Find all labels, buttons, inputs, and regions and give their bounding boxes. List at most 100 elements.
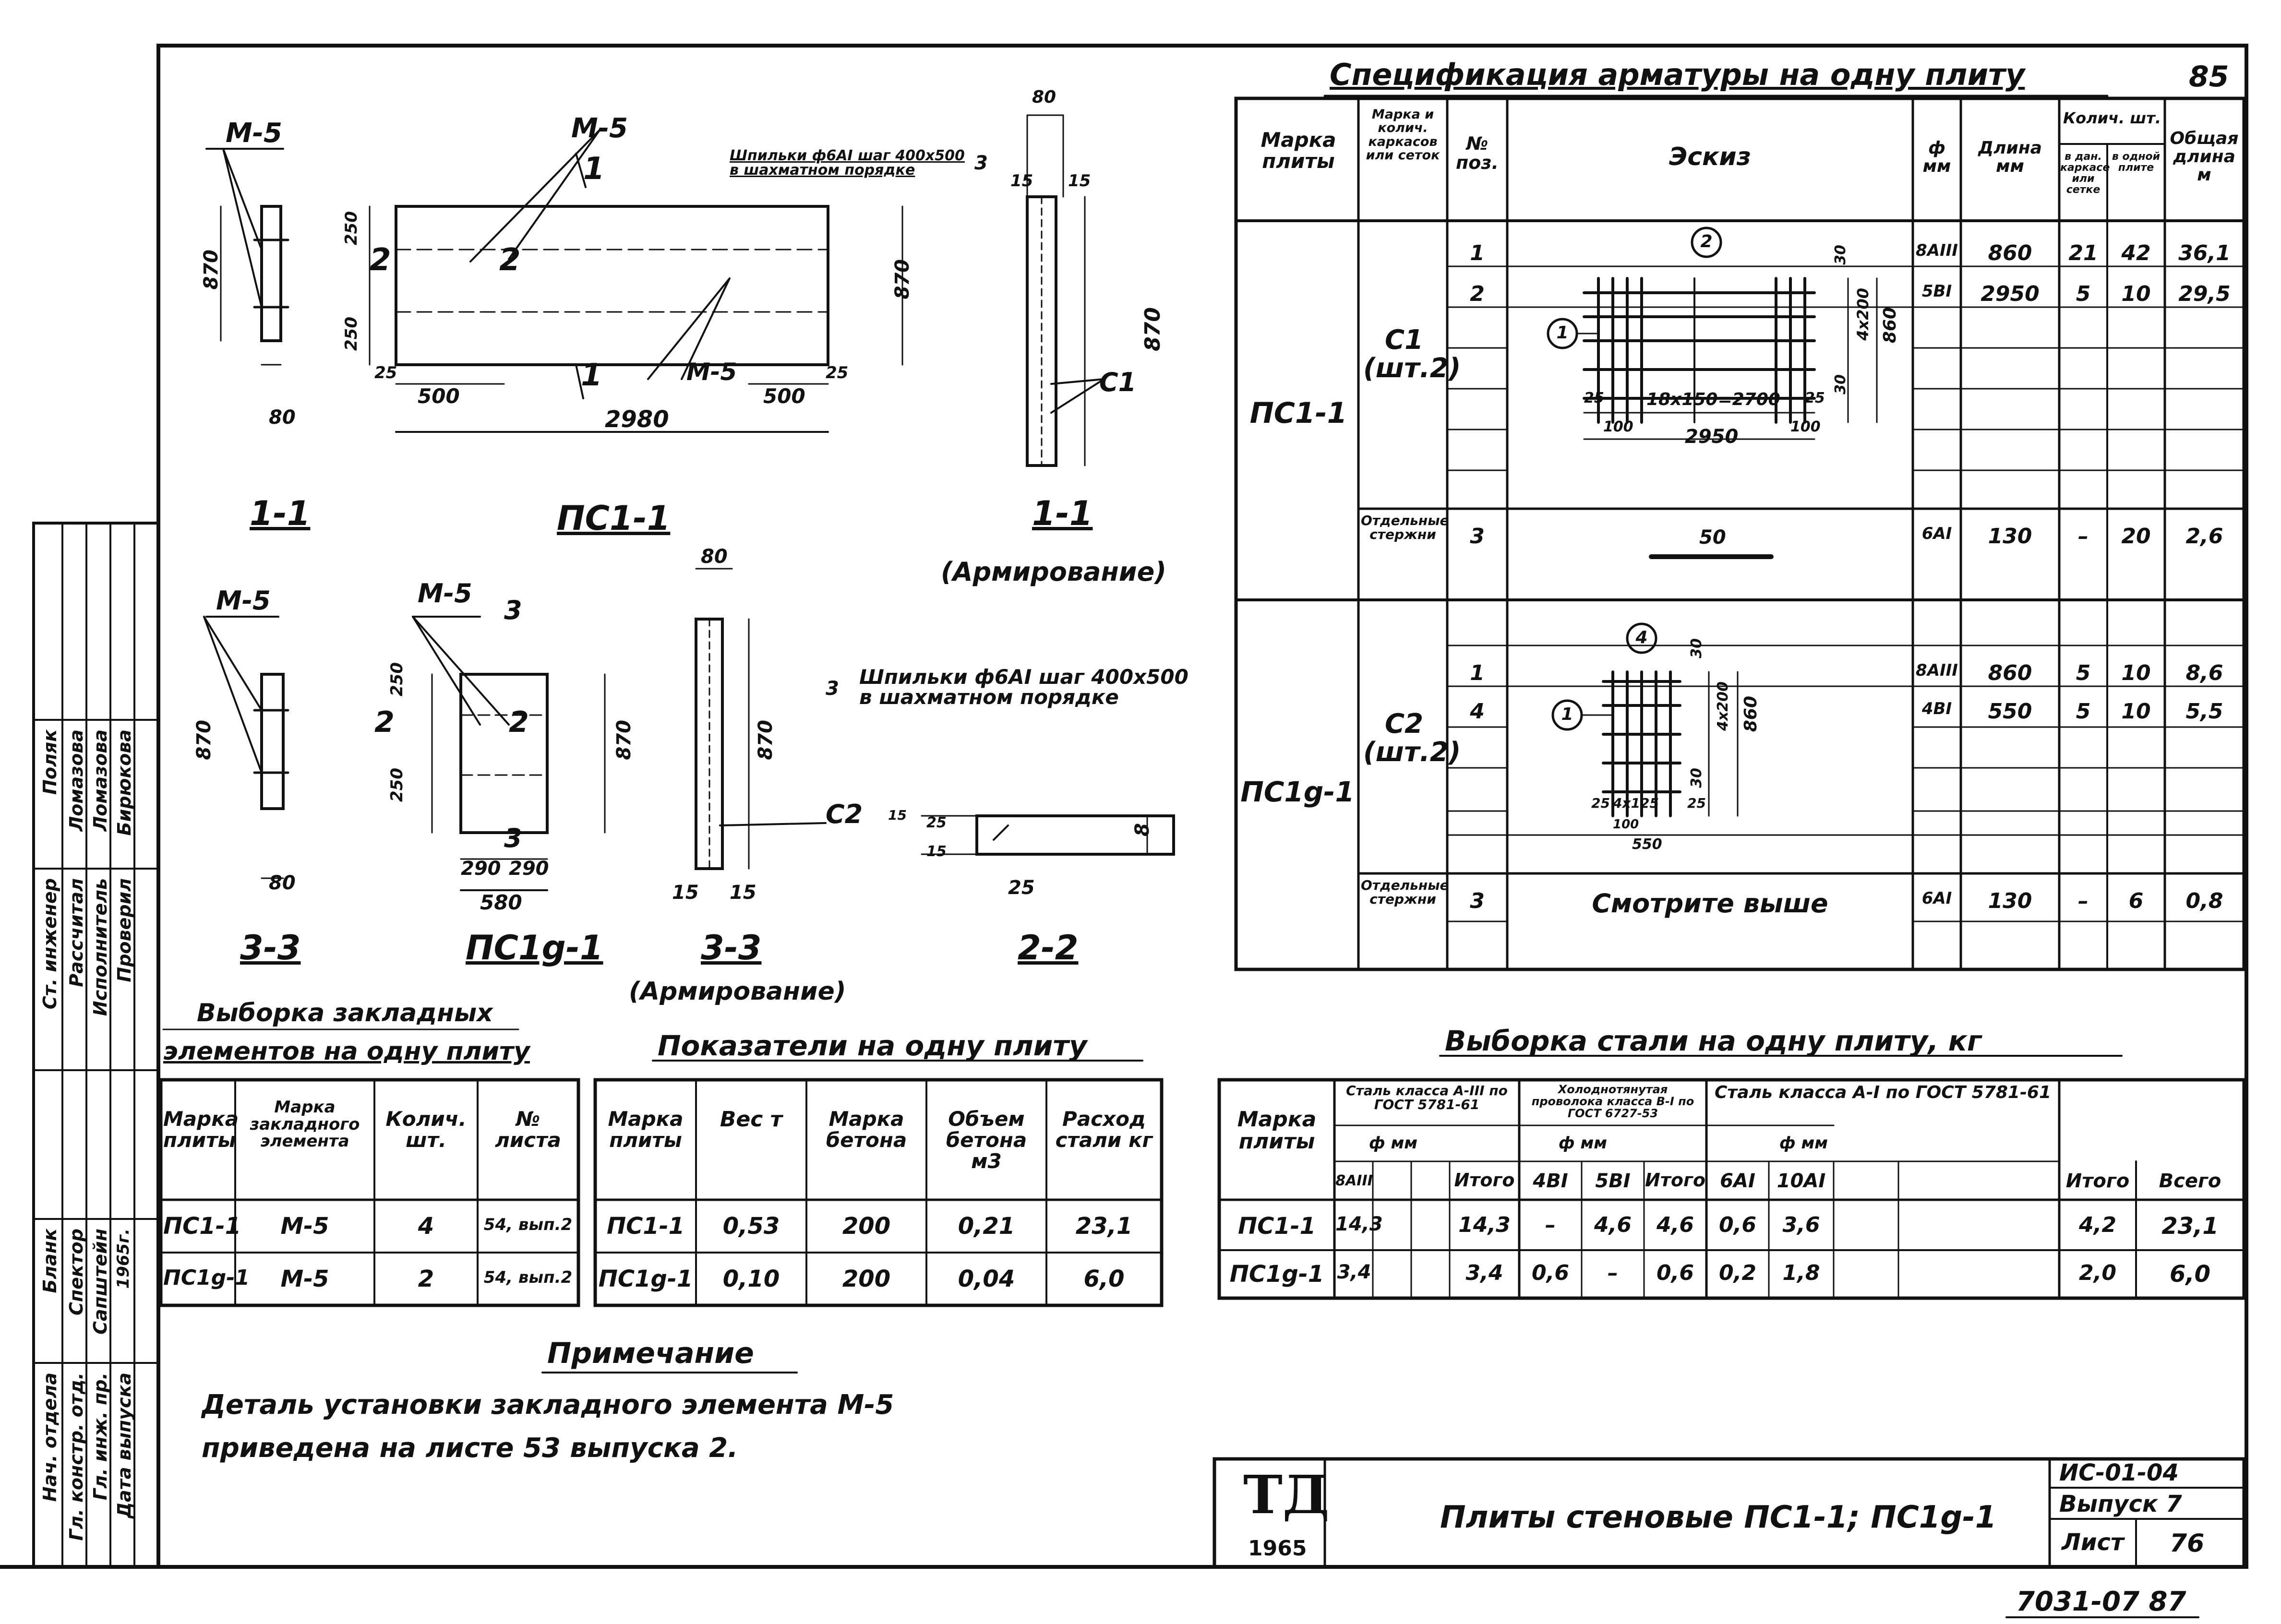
- indicators-r1-volume: 0,04: [958, 1266, 1015, 1292]
- spec-header-pos: № поз.: [1456, 133, 1499, 173]
- stamp-role-7: Исполнитель: [90, 878, 111, 1016]
- spec-plate-ps1g: ПС1g-1: [1240, 776, 1355, 808]
- spec-mesh-c1: С1 (шт.2): [1363, 324, 1461, 384]
- sketch-c2-860: 860: [1741, 696, 1761, 732]
- dim-250-c: 250: [387, 662, 407, 696]
- indicators-r1-concrete: 200: [842, 1266, 891, 1292]
- spec-r4-q1: 5: [2076, 699, 2091, 724]
- dim-25-d: 25: [1008, 877, 1035, 899]
- spec-plate-ps1: ПС1-1: [1249, 396, 1347, 430]
- spec-r2-d: 6AI: [1921, 524, 1952, 543]
- indicators-header-steel: Расход стали кг: [1055, 1107, 1153, 1152]
- sketch-pos-2: 2: [1700, 232, 1713, 251]
- steel-col-itogo-3: Итого: [2065, 1170, 2130, 1192]
- spec-header-total: Общая длина м: [2170, 129, 2239, 185]
- sketch-c1-100a: 100: [1603, 418, 1633, 435]
- sketch-c2-25a: 25: [1591, 795, 1610, 811]
- spec-mesh-sep-2: Отдельные стержни: [1361, 877, 1449, 908]
- spec-r5-len: 130: [1988, 889, 2032, 913]
- dim-25-b: 25: [826, 363, 849, 382]
- spec-r3-q1: 5: [2076, 661, 2091, 685]
- sketch-c2-dims: 4x125: [1613, 795, 1659, 811]
- dim-250-b: 250: [342, 317, 361, 351]
- dim-15-f: 15: [926, 843, 947, 860]
- steel-title: Выборка стали на одну плиту, кг: [1445, 1025, 1982, 1057]
- indicators-r1-plate: ПС1g-1: [598, 1266, 693, 1292]
- spec-mesh-sep-1: Отдельные стержни: [1361, 513, 1449, 543]
- steel-col-10ai: 10AI: [1777, 1170, 1826, 1192]
- spec-r5-d: 6AI: [1921, 889, 1952, 908]
- spec-r3-q2: 10: [2121, 661, 2151, 685]
- sketch-c1-len: 2950: [1685, 426, 1739, 448]
- stamp-role-3: Гл. инж. пр.: [90, 1373, 111, 1500]
- sketch-c2-30a: 30: [1688, 638, 1705, 658]
- sketch-c1-100b: 100: [1790, 418, 1821, 435]
- indicators-r0-weight: 0,53: [722, 1213, 780, 1240]
- spec-r5-q1: –: [2078, 889, 2089, 913]
- steel-r1-5bi: –: [1608, 1261, 1618, 1285]
- label-2-a: 2: [370, 242, 391, 278]
- dim-25-c: 25: [926, 814, 947, 831]
- stamp-role-8: Проверил: [114, 878, 135, 982]
- label-2-b: 2: [499, 242, 521, 278]
- spec-r4-d: 4BI: [1921, 699, 1952, 718]
- steel-r1-10ai: 1,8: [1782, 1261, 1820, 1285]
- spec-table-border: [1234, 96, 2246, 971]
- indicators-r1-weight: 0,10: [722, 1266, 780, 1292]
- spec-r4-q2: 10: [2121, 699, 2151, 724]
- spec-r3-total: 8,6: [2185, 661, 2223, 685]
- steel-r1-itogo2: 0,6: [1657, 1261, 1694, 1285]
- dim-870-c: 870: [1140, 307, 1165, 351]
- dim-15-a: 15: [1010, 171, 1033, 191]
- spec-r4-len: 550: [1988, 699, 2032, 724]
- indicators-r0-plate: ПС1-1: [606, 1213, 685, 1240]
- sketch-pos-1-a: 1: [1556, 323, 1569, 343]
- indicators-r0-volume: 0,21: [958, 1213, 1015, 1240]
- sketch-pos-1-b: 1: [1561, 705, 1573, 724]
- stamp-name-5: Поляк: [39, 729, 60, 795]
- sketch-c1-860: 860: [1880, 307, 1900, 344]
- indicators-header-volume: Объем бетона м3: [946, 1107, 1027, 1173]
- embedded-r1-element: М-5: [280, 1266, 329, 1292]
- sketch-c1-30b: 30: [1832, 374, 1849, 394]
- section-2-2: 2-2: [1018, 928, 1079, 967]
- spec-r1-len: 2950: [1981, 282, 2040, 306]
- steel-r1-8aiii: 3,4: [1337, 1261, 1371, 1283]
- bottom-archive-code: 7031-07 87: [2016, 1586, 2186, 1617]
- dim-80-a: 80: [269, 406, 296, 429]
- label-2-c: 2: [374, 705, 395, 739]
- section-3-3-a: 3-3: [240, 928, 301, 967]
- steel-col-6ai: 6AI: [1720, 1170, 1755, 1192]
- spec-r0-pos: 1: [1470, 241, 1485, 265]
- spec-r2-pos: 3: [1470, 524, 1485, 549]
- steel-phi-1: ф мм: [1369, 1134, 1418, 1153]
- mark-3-c: 3: [504, 823, 522, 853]
- steel-r0-plate: ПС1-1: [1237, 1213, 1316, 1240]
- sketch-c2-h: 4x200: [1715, 681, 1731, 731]
- title-sheet-no: 76: [2170, 1529, 2205, 1558]
- spec-r0-q2: 42: [2121, 241, 2151, 265]
- note-title: Примечание: [547, 1337, 754, 1370]
- steel-r1-plate: ПС1g-1: [1229, 1261, 1324, 1288]
- label-c1: С1: [1099, 367, 1137, 397]
- dim-870-d: 870: [193, 720, 215, 760]
- spec-table-title: Спецификация арматуры на одну плиту: [1330, 57, 2025, 92]
- mark-3-d: 3: [826, 678, 839, 700]
- spec-mesh-c2: С2 (шт.2): [1363, 708, 1461, 768]
- steel-col-total: Всего: [2159, 1170, 2221, 1192]
- steel-r1-total: 6,0: [2169, 1261, 2211, 1288]
- embedded-r0-element: М-5: [280, 1213, 329, 1240]
- spec-r1-total: 29,5: [2178, 282, 2231, 306]
- page-number: 85: [2189, 60, 2229, 94]
- title-ps1: ПС1-1: [557, 499, 671, 538]
- title-block-border: [1213, 1457, 2246, 1569]
- title-code: ИС-01-04: [2059, 1459, 2179, 1486]
- dim-500-b: 500: [763, 384, 805, 408]
- spec-r0-q1: 21: [2068, 241, 2098, 265]
- dim-250-a: 250: [342, 211, 361, 245]
- sketch-bar-50: 50: [1699, 526, 1726, 549]
- indicators-r0-steel: 23,1: [1075, 1213, 1133, 1240]
- stamp-role-1: Нач. отдела: [39, 1373, 60, 1502]
- spec-sub-mesh: в дан. каркасе или сетке: [2060, 151, 2110, 196]
- dim-8: 8: [1131, 823, 1153, 836]
